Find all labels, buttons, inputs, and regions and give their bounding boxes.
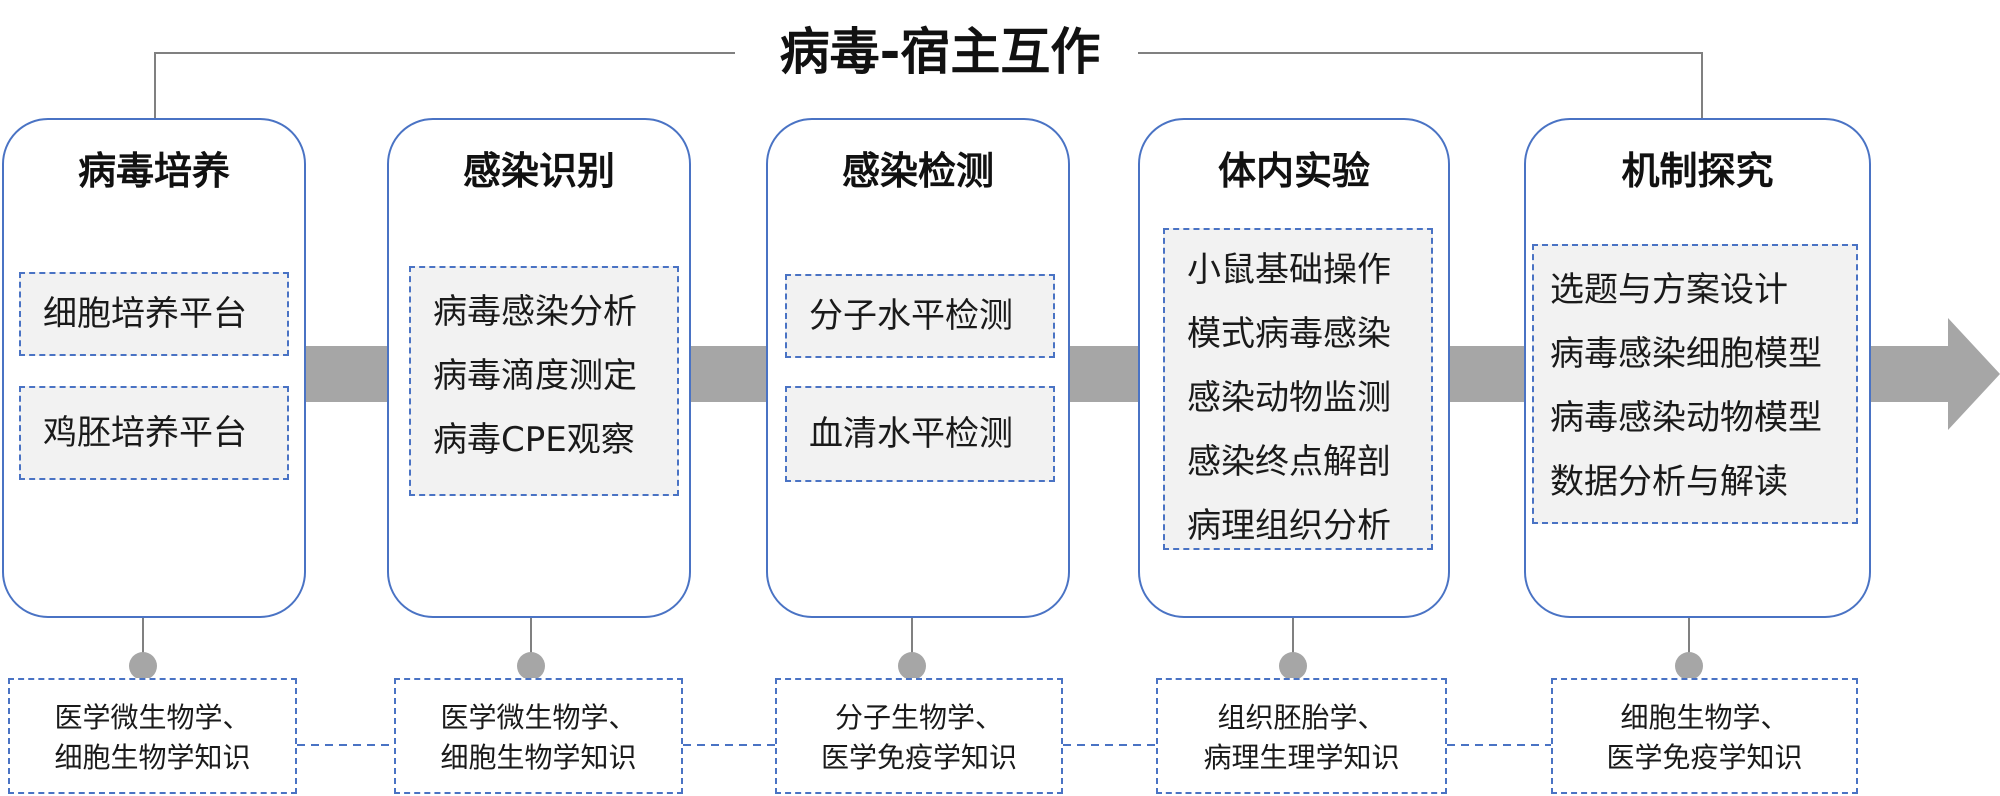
technique-item: 模式病毒感染: [1187, 314, 1391, 354]
stage-title: 机制探究: [1621, 149, 1774, 193]
knowledge-box: 医学微生物学、 细胞生物学知识: [8, 678, 297, 794]
knowledge-line: 医学微生物学、: [54, 701, 251, 734]
technique-item: 病毒CPE观察: [433, 420, 635, 460]
technique-item: 细胞培养平台: [43, 294, 247, 334]
technique-item: 病毒感染分析: [433, 292, 637, 332]
technique-item: 数据分析与解读: [1550, 462, 1788, 502]
knowledge-line: 细胞生物学、: [1620, 701, 1789, 734]
knowledge-box: 细胞生物学、 医学免疫学知识: [1551, 678, 1858, 794]
technique-box: 血清水平检测: [785, 386, 1055, 482]
knowledge-line: 医学免疫学知识: [1606, 741, 1803, 774]
title-bracket-right: [1138, 52, 1703, 118]
technique-box: 病毒感染分析 病毒滴度测定 病毒CPE观察: [409, 266, 679, 496]
knowledge-line: 医学免疫学知识: [820, 741, 1017, 774]
stem-dot: [1279, 652, 1307, 680]
knowledge-line: 细胞生物学知识: [440, 741, 637, 774]
knowledge-line: 细胞生物学知识: [54, 741, 251, 774]
technique-item: 小鼠基础操作: [1187, 250, 1391, 290]
stage-title: 感染检测: [841, 149, 994, 193]
stage-title: 感染识别: [462, 149, 615, 193]
stage-title: 体内实验: [1217, 149, 1370, 193]
stage-mechanism-research: 机制探究 选题与方案设计 病毒感染细胞模型 病毒感染动物模型 数据分析与解读: [1524, 118, 1871, 618]
stem-dot: [1675, 652, 1703, 680]
technique-item: 病毒滴度测定: [433, 356, 637, 396]
technique-box: 小鼠基础操作 模式病毒感染 感染动物监测 感染终点解剖 病理组织分析: [1163, 228, 1433, 550]
knowledge-line: 病理生理学知识: [1203, 741, 1400, 774]
technique-item: 感染动物监测: [1187, 378, 1391, 418]
knowledge-box: 组织胚胎学、 病理生理学知识: [1156, 678, 1447, 794]
stem-dot: [129, 652, 157, 680]
stem-dot: [898, 652, 926, 680]
stage-infection-identification: 感染识别 病毒感染分析 病毒滴度测定 病毒CPE观察: [387, 118, 691, 618]
knowledge-line: 组织胚胎学、: [1217, 701, 1386, 734]
knowledge-line: 分子生物学、: [834, 701, 1003, 734]
technique-box: 选题与方案设计 病毒感染细胞模型 病毒感染动物模型 数据分析与解读: [1532, 244, 1858, 524]
technique-item: 分子水平检测: [809, 296, 1013, 336]
technique-item: 鸡胚培养平台: [43, 413, 247, 453]
diagram-title: 病毒-宿主互作: [779, 23, 1101, 81]
stage-in-vivo-experiment: 体内实验 小鼠基础操作 模式病毒感染 感染动物监测 感染终点解剖 病理组织分析: [1138, 118, 1450, 618]
stage-title: 病毒培养: [77, 149, 230, 193]
technique-item: 病毒感染动物模型: [1550, 398, 1822, 438]
knowledge-box: 分子生物学、 医学免疫学知识: [775, 678, 1063, 794]
technique-item: 血清水平检测: [809, 414, 1013, 454]
technique-item: 感染终点解剖: [1187, 442, 1391, 482]
technique-box: 分子水平检测: [785, 274, 1055, 358]
technique-box: 鸡胚培养平台: [19, 386, 289, 480]
technique-item: 病理组织分析: [1187, 506, 1391, 546]
stage-virus-culture: 病毒培养 细胞培养平台 鸡胚培养平台: [2, 118, 306, 618]
knowledge-line: 医学微生物学、: [440, 701, 637, 734]
title-bracket-left: [154, 52, 735, 118]
technique-item: 选题与方案设计: [1550, 270, 1788, 310]
stage-infection-detection: 感染检测 分子水平检测 血清水平检测: [766, 118, 1070, 618]
technique-box: 细胞培养平台: [19, 272, 289, 356]
stem-dot: [517, 652, 545, 680]
technique-item: 病毒感染细胞模型: [1550, 334, 1822, 374]
knowledge-box: 医学微生物学、 细胞生物学知识: [394, 678, 683, 794]
